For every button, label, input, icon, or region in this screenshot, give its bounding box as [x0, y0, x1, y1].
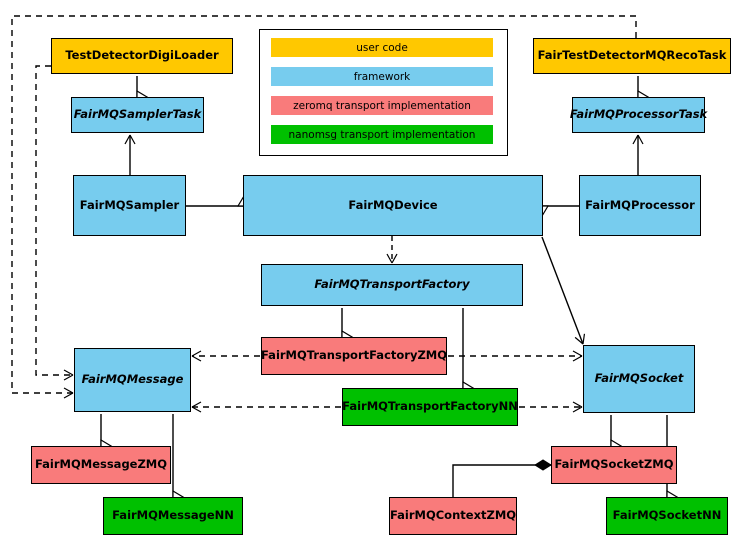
class-box-fairmqsocket[interactable]: FairMQSocket	[583, 345, 695, 413]
class-box-fairmqtransportfactory[interactable]: FairMQTransportFactory	[261, 264, 523, 306]
class-box-label: TestDetectorDigiLoader	[65, 48, 219, 63]
edge-digiloader-to-message	[35, 65, 74, 381]
class-box-fairmqsocketzmq[interactable]: FairMQSocketZMQ	[551, 446, 677, 484]
class-box-fairmqsamplertask[interactable]: FairMQSamplerTask	[71, 97, 204, 133]
legend-item-user-code: user code	[271, 38, 493, 57]
class-box-label: FairMQMessageZMQ	[34, 457, 168, 472]
class-box-fairmqcontextzmq[interactable]: FairMQContextZMQ	[389, 497, 517, 535]
class-box-fairmqmessagenn[interactable]: FairMQMessageNN	[103, 497, 243, 535]
legend-item-zeromq: zeromq transport implementation	[271, 96, 493, 115]
class-box-fairmqmessagezmq[interactable]: FairMQMessageZMQ	[31, 446, 171, 484]
legend-item-nanomsg: nanomsg transport implementation	[271, 125, 493, 144]
legend-panel: user code framework zeromq transport imp…	[259, 29, 508, 156]
class-box-label: FairMQSampler	[79, 197, 180, 212]
class-box-fairmqdevice[interactable]: FairMQDevice	[243, 175, 543, 236]
legend-label-zeromq: zeromq transport implementation	[293, 99, 471, 112]
class-box-fairmqsampler[interactable]: FairMQSampler	[73, 175, 186, 236]
class-box-label: FairMQTransportFactoryZMQ	[261, 348, 448, 363]
class-box-testdetectordigiloader[interactable]: TestDetectorDigiLoader	[51, 38, 233, 74]
class-box-fairmqprocessortask[interactable]: FairMQProcessorTask	[569, 97, 708, 133]
class-box-label: FairMQMessage	[81, 372, 184, 387]
edge-device-to-socket	[541, 236, 586, 345]
legend-label-user-code: user code	[356, 41, 408, 54]
edge-contextzmq-to-socketzmq	[452, 459, 552, 497]
class-box-label: FairMQSocket	[594, 371, 684, 386]
class-box-fairtestdetectormqrecotask[interactable]: FairTestDetectorMQRecoTask	[533, 38, 731, 74]
class-box-label: FairMQContextZMQ	[389, 508, 517, 523]
class-box-label: FairMQSocketZMQ	[554, 457, 674, 472]
legend-label-nanomsg: nanomsg transport implementation	[288, 128, 476, 141]
class-box-fairmqtransportfactorynn[interactable]: FairMQTransportFactoryNN	[342, 388, 518, 426]
class-box-fairmqsocketnn[interactable]: FairMQSocketNN	[606, 497, 728, 535]
class-box-label: FairMQProcessor	[585, 197, 695, 212]
class-box-label: FairMQDevice	[348, 197, 438, 212]
class-box-fairmqprocessor[interactable]: FairMQProcessor	[579, 175, 701, 236]
class-box-label: FairMQTransportFactory	[314, 277, 470, 292]
class-box-label: FairMQMessageNN	[112, 508, 234, 523]
class-box-label: FairMQProcessorTask	[569, 107, 708, 122]
class-box-fairmqtransportfactoryzmq[interactable]: FairMQTransportFactoryZMQ	[261, 337, 447, 375]
legend-item-framework: framework	[271, 67, 493, 86]
class-box-label: FairTestDetectorMQRecoTask	[537, 48, 727, 63]
class-box-label: FairMQSocketNN	[612, 508, 722, 523]
class-box-label: FairMQTransportFactoryNN	[342, 399, 518, 414]
class-box-label: FairMQSamplerTask	[73, 107, 202, 122]
class-box-fairmqmessage[interactable]: FairMQMessage	[74, 348, 191, 412]
legend-label-framework: framework	[353, 70, 411, 83]
